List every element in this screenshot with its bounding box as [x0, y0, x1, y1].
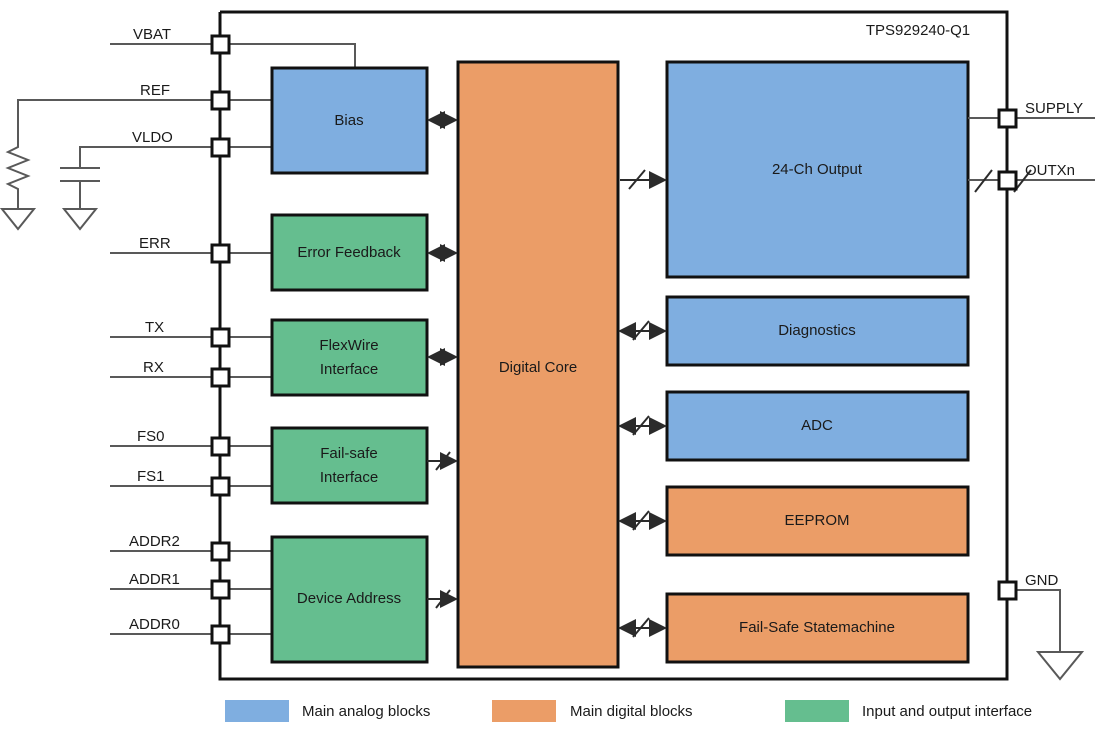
arrow-failsafe-core [427, 451, 458, 471]
block-diagnostics-label: Diagnostics [778, 322, 856, 339]
pin-square-ref[interactable] [210, 90, 231, 111]
vldo-branch-wire [79, 146, 220, 168]
arrow-deviceaddress-core [427, 589, 458, 609]
legend-swatch-analog [225, 700, 289, 722]
pin-square-fs0[interactable] [210, 436, 231, 457]
pin-label-fs1: FS1 [137, 468, 165, 485]
arrow-core-diagnostics [618, 320, 667, 341]
block-24ch-output[interactable] [665, 60, 970, 279]
pin-label-addr2: ADDR2 [129, 533, 180, 550]
gnd-external-wire [1007, 589, 1061, 652]
pin-square-fs1[interactable] [210, 476, 231, 497]
block-eeprom[interactable] [665, 485, 970, 557]
block-failsafe-interface-label-line2: Interface [320, 469, 378, 486]
outxn-bus-slash [974, 169, 993, 193]
arrow-core-eeprom [618, 510, 667, 531]
pin-label-fs0: FS0 [137, 428, 165, 445]
block-failsafe-interface[interactable] [270, 426, 429, 505]
resistor-symbol [5, 140, 31, 196]
pin-label-vldo: VLDO [132, 129, 173, 146]
block-adc[interactable] [665, 390, 970, 462]
block-eeprom-label: EEPROM [784, 512, 849, 529]
block-flexwire-interface-label-line1: FlexWire [319, 337, 378, 354]
pin-square-addr0[interactable] [210, 624, 231, 645]
block-bias-label: Bias [334, 112, 363, 129]
arrow-core-adc [618, 415, 667, 436]
block-flexwire-interface-label-line2: Interface [320, 361, 378, 378]
pin-label-addr1: ADDR1 [129, 571, 180, 588]
pin-square-vbat[interactable] [210, 34, 231, 55]
block-flexwire-interface[interactable] [270, 318, 429, 397]
block-failsafe-interface-label-line1: Fail-safe [320, 445, 378, 462]
device-title: TPS929240-Q1 [866, 22, 970, 39]
block-bias[interactable] [270, 66, 429, 175]
legend-swatch-digital [492, 700, 556, 722]
pin-square-vldo[interactable] [210, 137, 231, 158]
block-diagnostics[interactable] [665, 295, 970, 367]
pin-square-rx[interactable] [210, 367, 231, 388]
legend-swatch-interface [785, 700, 849, 722]
block-failsafe-statemachine-label: Fail-Safe Statemachine [739, 619, 895, 636]
ground-symbol-ref [0, 208, 37, 231]
legend-label-digital: Main digital blocks [570, 703, 693, 720]
pin-label-ref: REF [140, 82, 170, 99]
block-failsafe-statemachine[interactable] [665, 592, 970, 664]
vbat-to-bias-wire [220, 43, 356, 68]
pin-label-outxn: OUTXn [1025, 162, 1075, 179]
pin-square-outxn[interactable] [997, 170, 1018, 191]
pin-square-err[interactable] [210, 243, 231, 264]
ground-symbol-vldo [61, 208, 99, 231]
pin-label-err: ERR [139, 235, 171, 252]
block-error-feedback-label: Error Feedback [297, 244, 401, 261]
legend-label-interface: Input and output interface [862, 703, 1032, 720]
pin-label-rx: RX [143, 359, 164, 376]
block-adc-label: ADC [801, 417, 833, 434]
block-error-feedback[interactable] [270, 213, 429, 292]
block-device-address-label: Device Address [297, 590, 401, 607]
block-digital-core[interactable] [456, 60, 620, 669]
pin-square-supply[interactable] [997, 108, 1018, 129]
arrow-core-output [620, 169, 667, 190]
pin-square-addr1[interactable] [210, 579, 231, 600]
arrow-core-failsafe-statemachine [618, 617, 667, 638]
pin-square-gnd[interactable] [997, 580, 1018, 601]
block-24ch-output-label: 24-Ch Output [772, 161, 863, 178]
block-digital-core-label: Digital Core [499, 359, 577, 376]
ref-branch-wire [17, 99, 220, 140]
pin-label-addr0: ADDR0 [129, 616, 180, 633]
ground-symbol-gnd [1035, 651, 1085, 681]
pin-label-vbat: VBAT [133, 26, 171, 43]
pin-square-tx[interactable] [210, 327, 231, 348]
pin-label-gnd: GND [1025, 572, 1059, 589]
capacitor-symbol [60, 167, 100, 182]
pin-label-supply: SUPPLY [1025, 100, 1083, 117]
block-device-address[interactable] [270, 535, 429, 664]
pin-label-tx: TX [145, 319, 164, 336]
pin-square-addr2[interactable] [210, 541, 231, 562]
legend-label-analog: Main analog blocks [302, 703, 430, 720]
